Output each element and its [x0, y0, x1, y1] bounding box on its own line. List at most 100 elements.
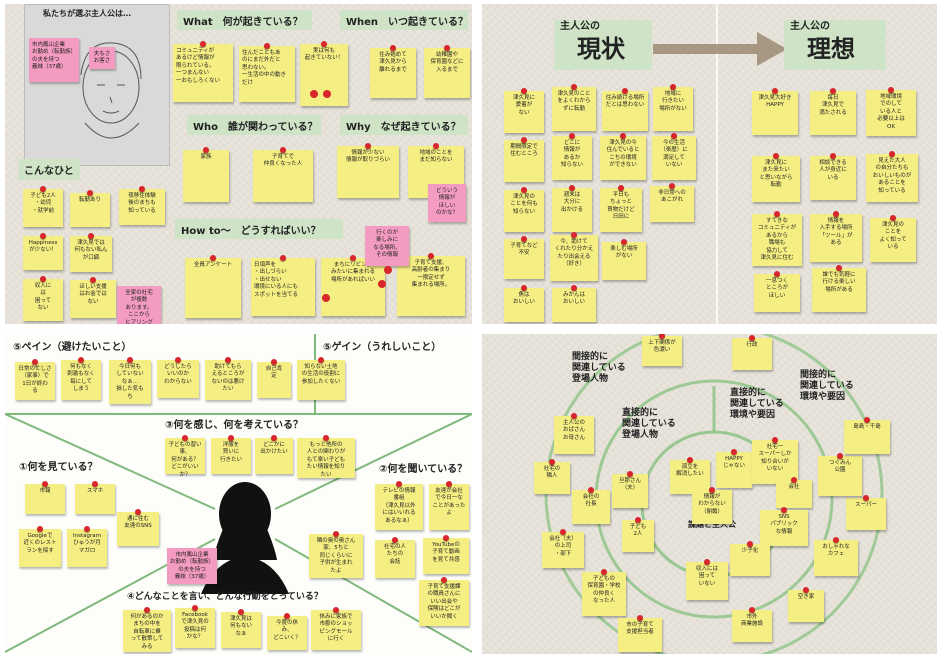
indirect-env-label: 間接的に 関連している 環境や要因 — [800, 370, 854, 402]
pain-note-4: どうしたら いいのか わからない — [157, 357, 199, 398]
hear-note-4: 社宅の人 たちの 会話 — [375, 537, 415, 578]
pushpin-icon — [521, 285, 527, 291]
pushpin-icon — [225, 357, 231, 363]
pain-note-5: 助けてもら えるところが ないのは悪け たい — [205, 357, 251, 400]
think-note-3: どこかに 出かけたい — [255, 435, 293, 474]
stake-note-12: HAPPY じゃない — [716, 449, 752, 488]
pushpin-icon — [687, 457, 693, 463]
pushpin-icon — [88, 233, 94, 239]
pushpin-icon — [144, 607, 150, 613]
pushpin-icon — [863, 495, 869, 501]
pushpin-icon — [350, 255, 356, 261]
gain-header: ⑤ゲイン（うれしいこと） — [323, 342, 442, 353]
pushpin-icon — [830, 88, 836, 94]
stake-note-13: 情報が わからない （閉鎖） — [692, 487, 732, 524]
pushpin-icon — [781, 507, 787, 513]
konna-note-5: 津久見では 何もない私ん が口癖 — [70, 233, 112, 272]
pushpin-icon — [280, 147, 286, 153]
think-note-4: もっと他所の 人との関わりが もて楽い子ども たい情報を知り たい — [297, 435, 355, 478]
who-header: Who 誰が関わっている？ — [187, 115, 321, 135]
core-label: 課題と主人公 — [688, 520, 736, 529]
why-question-note: どういう 情報が ほしい のかな？ — [428, 184, 466, 222]
pushpin-icon — [637, 615, 643, 621]
hear-note-6: 子育て支援課 の職員さんに いい出会や 保険はどこが いいか聞く — [419, 577, 469, 626]
say-note-5: 休みに家族で 市郡のショッ ピングモール に行く — [311, 607, 361, 650]
konna-note-1: 子ども2人 ・幼児 ・就学前 — [23, 186, 63, 227]
pushpin-icon — [837, 453, 843, 459]
pushpin-icon — [521, 137, 527, 143]
pushpin-icon — [321, 41, 327, 47]
ideal-title: 理想 — [807, 35, 855, 63]
pushpin-icon — [182, 435, 188, 441]
red-dot-4 — [378, 280, 386, 288]
pushpin-icon — [441, 577, 447, 583]
pushpin-icon — [444, 45, 450, 51]
pushpin-icon — [127, 357, 133, 363]
pushpin-icon — [40, 186, 46, 192]
pushpin-icon — [228, 435, 234, 441]
what-note-1: コミュニティが あるけど情報が 限られている。 一つまんない 一おもしろくない — [173, 41, 233, 102]
say-note-2: Facebook で津久見の 投稿は何 かな？ — [175, 605, 215, 648]
howto-note-4: 子育て支援、 高齢者の集まり 一限定せず 集まれる場所。 — [397, 253, 465, 316]
current-note-5: 期間限定で 住むところ — [504, 137, 544, 182]
pushpin-icon — [833, 537, 839, 543]
pushpin-icon — [280, 255, 286, 261]
ideal-note-1: 津久見大好き HAPPY — [752, 88, 798, 135]
ideal-note-6: 見えた大人 の自分たちも おいしいものが あることを 知っている — [866, 151, 918, 202]
current-note-11: 平日も ちょっと 買物だけど 日田に — [600, 185, 642, 232]
pushpin-icon — [333, 531, 339, 537]
think-header: ③何を感じ、何を考えている？ — [165, 420, 303, 431]
pushpin-icon — [271, 359, 277, 365]
pushpin-icon — [271, 435, 277, 441]
howto-note-1: 全員アンケート — [185, 255, 241, 318]
current-note-3: 住み続ける場所 だとは思わない — [602, 88, 648, 131]
pushpin-icon — [135, 509, 141, 515]
pushpin-icon — [803, 587, 809, 593]
current-note-14: 今、助けて くれたり分かえ たり出会える （好き） — [550, 232, 598, 281]
empathy-lines — [5, 334, 472, 653]
pushpin-icon — [365, 143, 371, 149]
ideal-note-5: 相談できる 人が身近に いる — [810, 153, 856, 200]
pushpin-icon — [90, 277, 96, 283]
column-divider — [716, 4, 718, 324]
current-note-6: どこに 情報が あるか 知らない — [552, 133, 592, 180]
hear-note-1: テレビの情報 番組 （津久見以外 にはいいれる あるなぁ） — [375, 481, 423, 530]
pushpin-icon — [890, 215, 896, 221]
what-header: What 何が起きている？ — [177, 10, 312, 30]
stake-note-23: つぐみん 公園 — [818, 453, 862, 496]
pushpin-icon — [571, 232, 577, 238]
stakeholder-map: 間接的に 関連している 登場人物 直接的に 関連している 登場人物 直接的に 関… — [482, 334, 937, 654]
current-note-8: 今の生活 （楽歴）に 満足して いない — [652, 133, 696, 180]
ideal-note-11: 誰でも気軽に 行ける楽しい 場所がある — [812, 265, 866, 312]
current-note-17: みかんは おいしい — [552, 285, 596, 322]
stake-note-1: 上下関係が 色濃い — [642, 334, 682, 366]
pushpin-icon — [659, 334, 665, 339]
ideal-note-9: 津久見の ことを よく知って いる — [870, 215, 916, 262]
howto-note-2: 日頃声を ・出しづらい ・出せない 環境にいる人にも スポットを当てる — [251, 255, 315, 316]
see-note-2: スマホ — [75, 481, 115, 514]
howto-header: How to〜 どうすればいい？ — [175, 219, 343, 239]
pushpin-icon — [749, 335, 755, 341]
stake-note-2: 行政 — [732, 335, 772, 370]
arrow-icon — [653, 32, 787, 66]
who-note-1: 家族 — [183, 147, 229, 202]
pushpin-icon — [78, 357, 84, 363]
pushpin-icon — [833, 211, 839, 217]
stake-note-6: 会社（夫） の上司 ・部下 — [542, 529, 584, 568]
stake-note-21: おしゃれな カフェ — [814, 537, 858, 576]
pain-note-2: 何もなく 刺激もなく 毎にして しまう — [61, 357, 101, 400]
pushpin-icon — [571, 285, 577, 291]
pushpin-icon — [627, 471, 633, 477]
pain-header: ⑤ペイン（避けたいこと） — [13, 342, 132, 353]
stake-note-19: 市外 商業施設 — [732, 607, 772, 642]
pushpin-icon — [549, 459, 555, 465]
pushpin-icon — [264, 43, 270, 49]
pushpin-icon — [830, 153, 836, 159]
red-dot-2 — [323, 90, 331, 98]
stake-note-15: 会社 — [776, 477, 812, 508]
ideal-note-7: すてきな コミュニティが あるから 職場も 協力して 津久見に住む — [752, 211, 802, 266]
ideal-subtitle: 主人公の — [790, 21, 830, 32]
pushpin-icon — [175, 357, 181, 363]
pushpin-icon — [396, 481, 402, 487]
pushpin-icon — [731, 449, 737, 455]
